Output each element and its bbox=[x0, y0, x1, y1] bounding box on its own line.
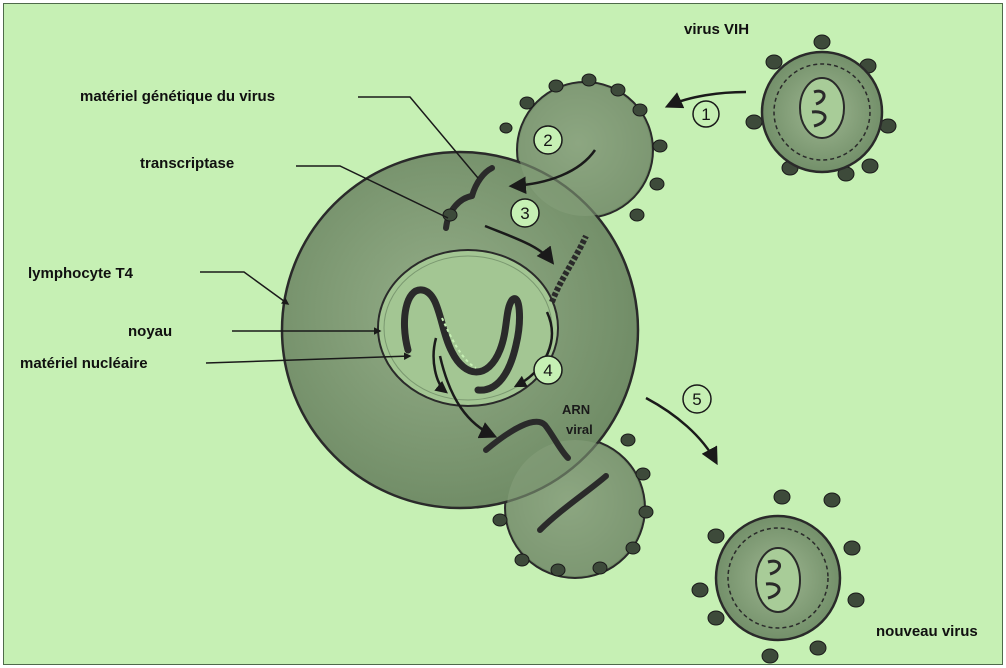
label-noyau: noyau bbox=[128, 323, 172, 340]
svg-text:5: 5 bbox=[692, 390, 701, 409]
label-lymphocyte: lymphocyte T4 bbox=[28, 265, 134, 282]
svg-text:2: 2 bbox=[543, 131, 552, 150]
svg-text:1: 1 bbox=[701, 105, 710, 124]
label-materiel-genetique: matériel génétique du virus bbox=[80, 88, 275, 105]
label-arn-line1: ARN bbox=[562, 402, 590, 417]
label-transcriptase: transcriptase bbox=[140, 155, 234, 172]
step-3: 3 bbox=[511, 199, 539, 227]
step-5: 5 bbox=[683, 385, 711, 413]
label-nouveau-virus: nouveau virus bbox=[876, 623, 978, 640]
svg-text:4: 4 bbox=[543, 361, 552, 380]
label-arn-line2: viral bbox=[566, 422, 593, 437]
label-virus-vih: virus VIH bbox=[684, 21, 749, 38]
step-2: 2 bbox=[534, 126, 562, 154]
label-materiel-nucleaire: matériel nucléaire bbox=[20, 355, 148, 372]
step-4: 4 bbox=[534, 356, 562, 384]
step-1: 1 bbox=[693, 101, 719, 127]
svg-text:3: 3 bbox=[520, 204, 529, 223]
